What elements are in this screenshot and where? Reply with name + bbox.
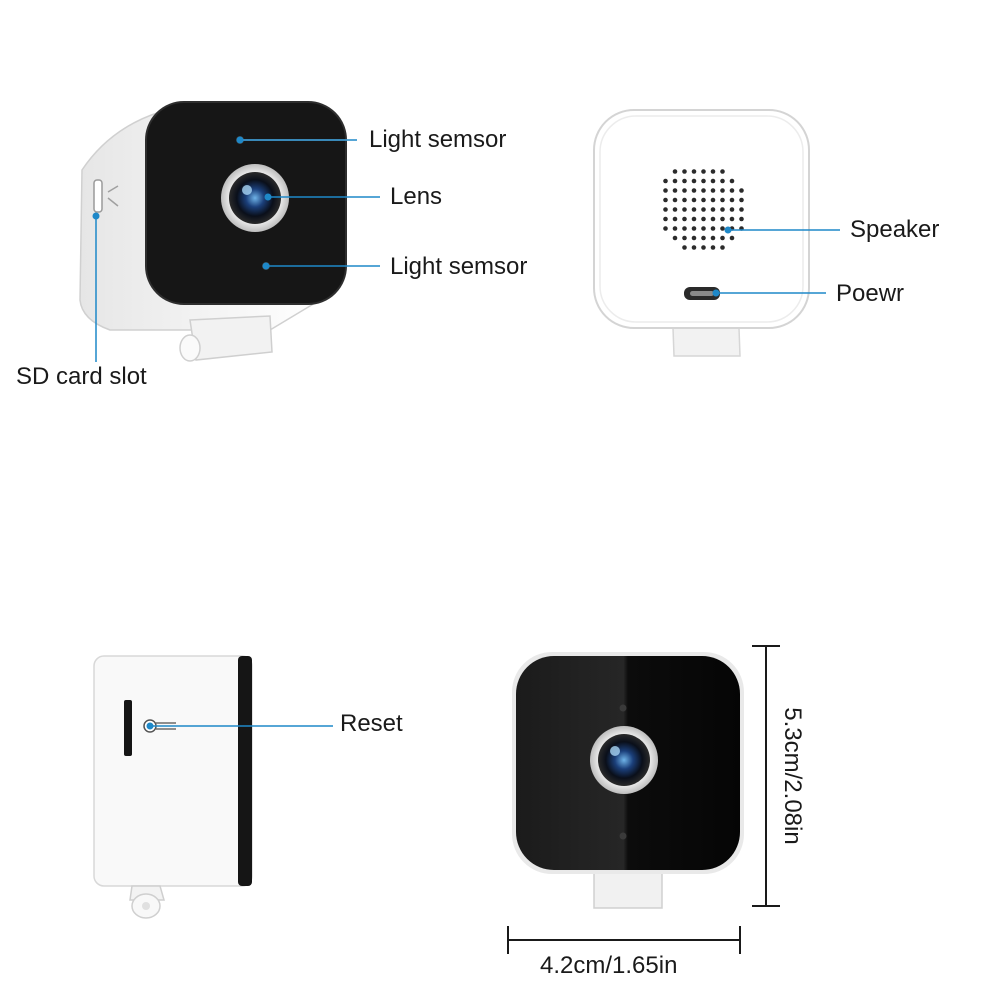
callout-sd-card-slot	[92, 212, 100, 362]
speaker-hole	[710, 169, 716, 174]
speaker-hole	[701, 188, 706, 193]
speaker-hole	[739, 188, 744, 193]
speaker-hole	[701, 169, 706, 174]
speaker-hole	[663, 188, 668, 193]
speaker-hole	[691, 169, 697, 174]
speaker-hole	[682, 188, 687, 193]
speaker-hole	[710, 188, 716, 193]
speaker-hole	[701, 178, 706, 184]
speaker-hole	[729, 207, 735, 212]
speaker-hole	[663, 178, 668, 184]
label-lens: Lens	[390, 183, 443, 210]
speaker-hole	[672, 216, 678, 222]
speaker-hole	[710, 216, 716, 222]
speaker-hole	[691, 226, 697, 231]
speaker-hole	[720, 216, 725, 222]
speaker-hole	[691, 178, 697, 184]
speaker-hole	[672, 197, 678, 203]
speaker-hole	[701, 197, 706, 203]
speaker-hole	[710, 226, 716, 231]
speaker-hole	[691, 197, 697, 203]
callout-light-sensor-top	[236, 136, 357, 144]
speaker-hole	[682, 216, 687, 222]
speaker-hole	[682, 197, 687, 203]
speaker-hole	[691, 188, 697, 193]
speaker-hole	[710, 178, 716, 184]
speaker-hole	[663, 207, 668, 212]
speaker-hole	[720, 226, 725, 231]
speaker-hole	[672, 226, 678, 231]
label-speaker: Speaker	[850, 216, 940, 243]
speaker-hole	[691, 235, 697, 241]
speaker-hole	[691, 207, 697, 212]
speaker-hole	[739, 197, 744, 203]
width-dimension-line	[507, 926, 741, 954]
speaker-hole	[720, 207, 725, 212]
speaker-hole	[682, 235, 687, 241]
speaker-hole	[682, 245, 687, 250]
callout-lens	[264, 193, 380, 201]
speaker-hole	[720, 235, 725, 241]
speaker-hole	[720, 188, 725, 193]
camera-front-angle-view	[79, 101, 347, 362]
speaker-hole	[720, 245, 725, 250]
label-reset: Reset	[340, 710, 403, 737]
speaker-hole	[710, 207, 716, 212]
speaker-hole	[682, 207, 687, 212]
camera-side-view	[93, 655, 253, 919]
speaker-hole	[720, 197, 725, 203]
speaker-grille	[663, 169, 744, 250]
speaker-hole	[682, 178, 687, 184]
speaker-hole	[663, 216, 668, 222]
speaker-hole	[710, 197, 716, 203]
callout-speaker	[724, 226, 840, 234]
speaker-hole	[710, 235, 716, 241]
speaker-hole	[729, 188, 735, 193]
speaker-hole	[701, 207, 706, 212]
callout-power	[712, 289, 826, 297]
label-light-sensor-top: Light semsor	[369, 126, 507, 153]
speaker-hole	[729, 197, 735, 203]
speaker-hole	[672, 188, 678, 193]
speaker-hole	[672, 207, 678, 212]
speaker-hole	[672, 178, 678, 184]
camera-back-view	[593, 109, 810, 357]
speaker-hole	[729, 178, 735, 184]
label-width-dimension: 4.2cm/1.65in	[540, 952, 678, 979]
speaker-hole	[672, 235, 678, 241]
speaker-hole	[720, 178, 725, 184]
speaker-hole	[701, 235, 706, 241]
speaker-hole	[729, 235, 735, 241]
speaker-hole	[672, 169, 678, 174]
label-height-dimension: 5.3cm/2.08in	[779, 707, 806, 845]
speaker-hole	[691, 216, 697, 222]
speaker-hole	[663, 226, 668, 231]
speaker-hole	[710, 245, 716, 250]
callout-light-sensor-bottom	[262, 262, 380, 270]
height-dimension-line	[752, 645, 780, 907]
speaker-hole	[691, 245, 697, 250]
speaker-hole	[739, 216, 744, 222]
speaker-hole	[701, 226, 706, 231]
speaker-hole	[682, 226, 687, 231]
speaker-hole	[739, 207, 744, 212]
speaker-hole	[720, 169, 725, 174]
speaker-hole	[729, 216, 735, 222]
label-power: Poewr	[836, 280, 905, 307]
speaker-hole	[663, 197, 668, 203]
speaker-hole	[701, 216, 706, 222]
speaker-hole	[701, 245, 706, 250]
label-light-sensor-bottom: Light semsor	[390, 253, 528, 280]
speaker-hole	[682, 169, 687, 174]
label-sd-card-slot: SD card slot	[16, 363, 147, 390]
camera-front-view	[512, 652, 744, 909]
callout-reset	[146, 722, 333, 730]
